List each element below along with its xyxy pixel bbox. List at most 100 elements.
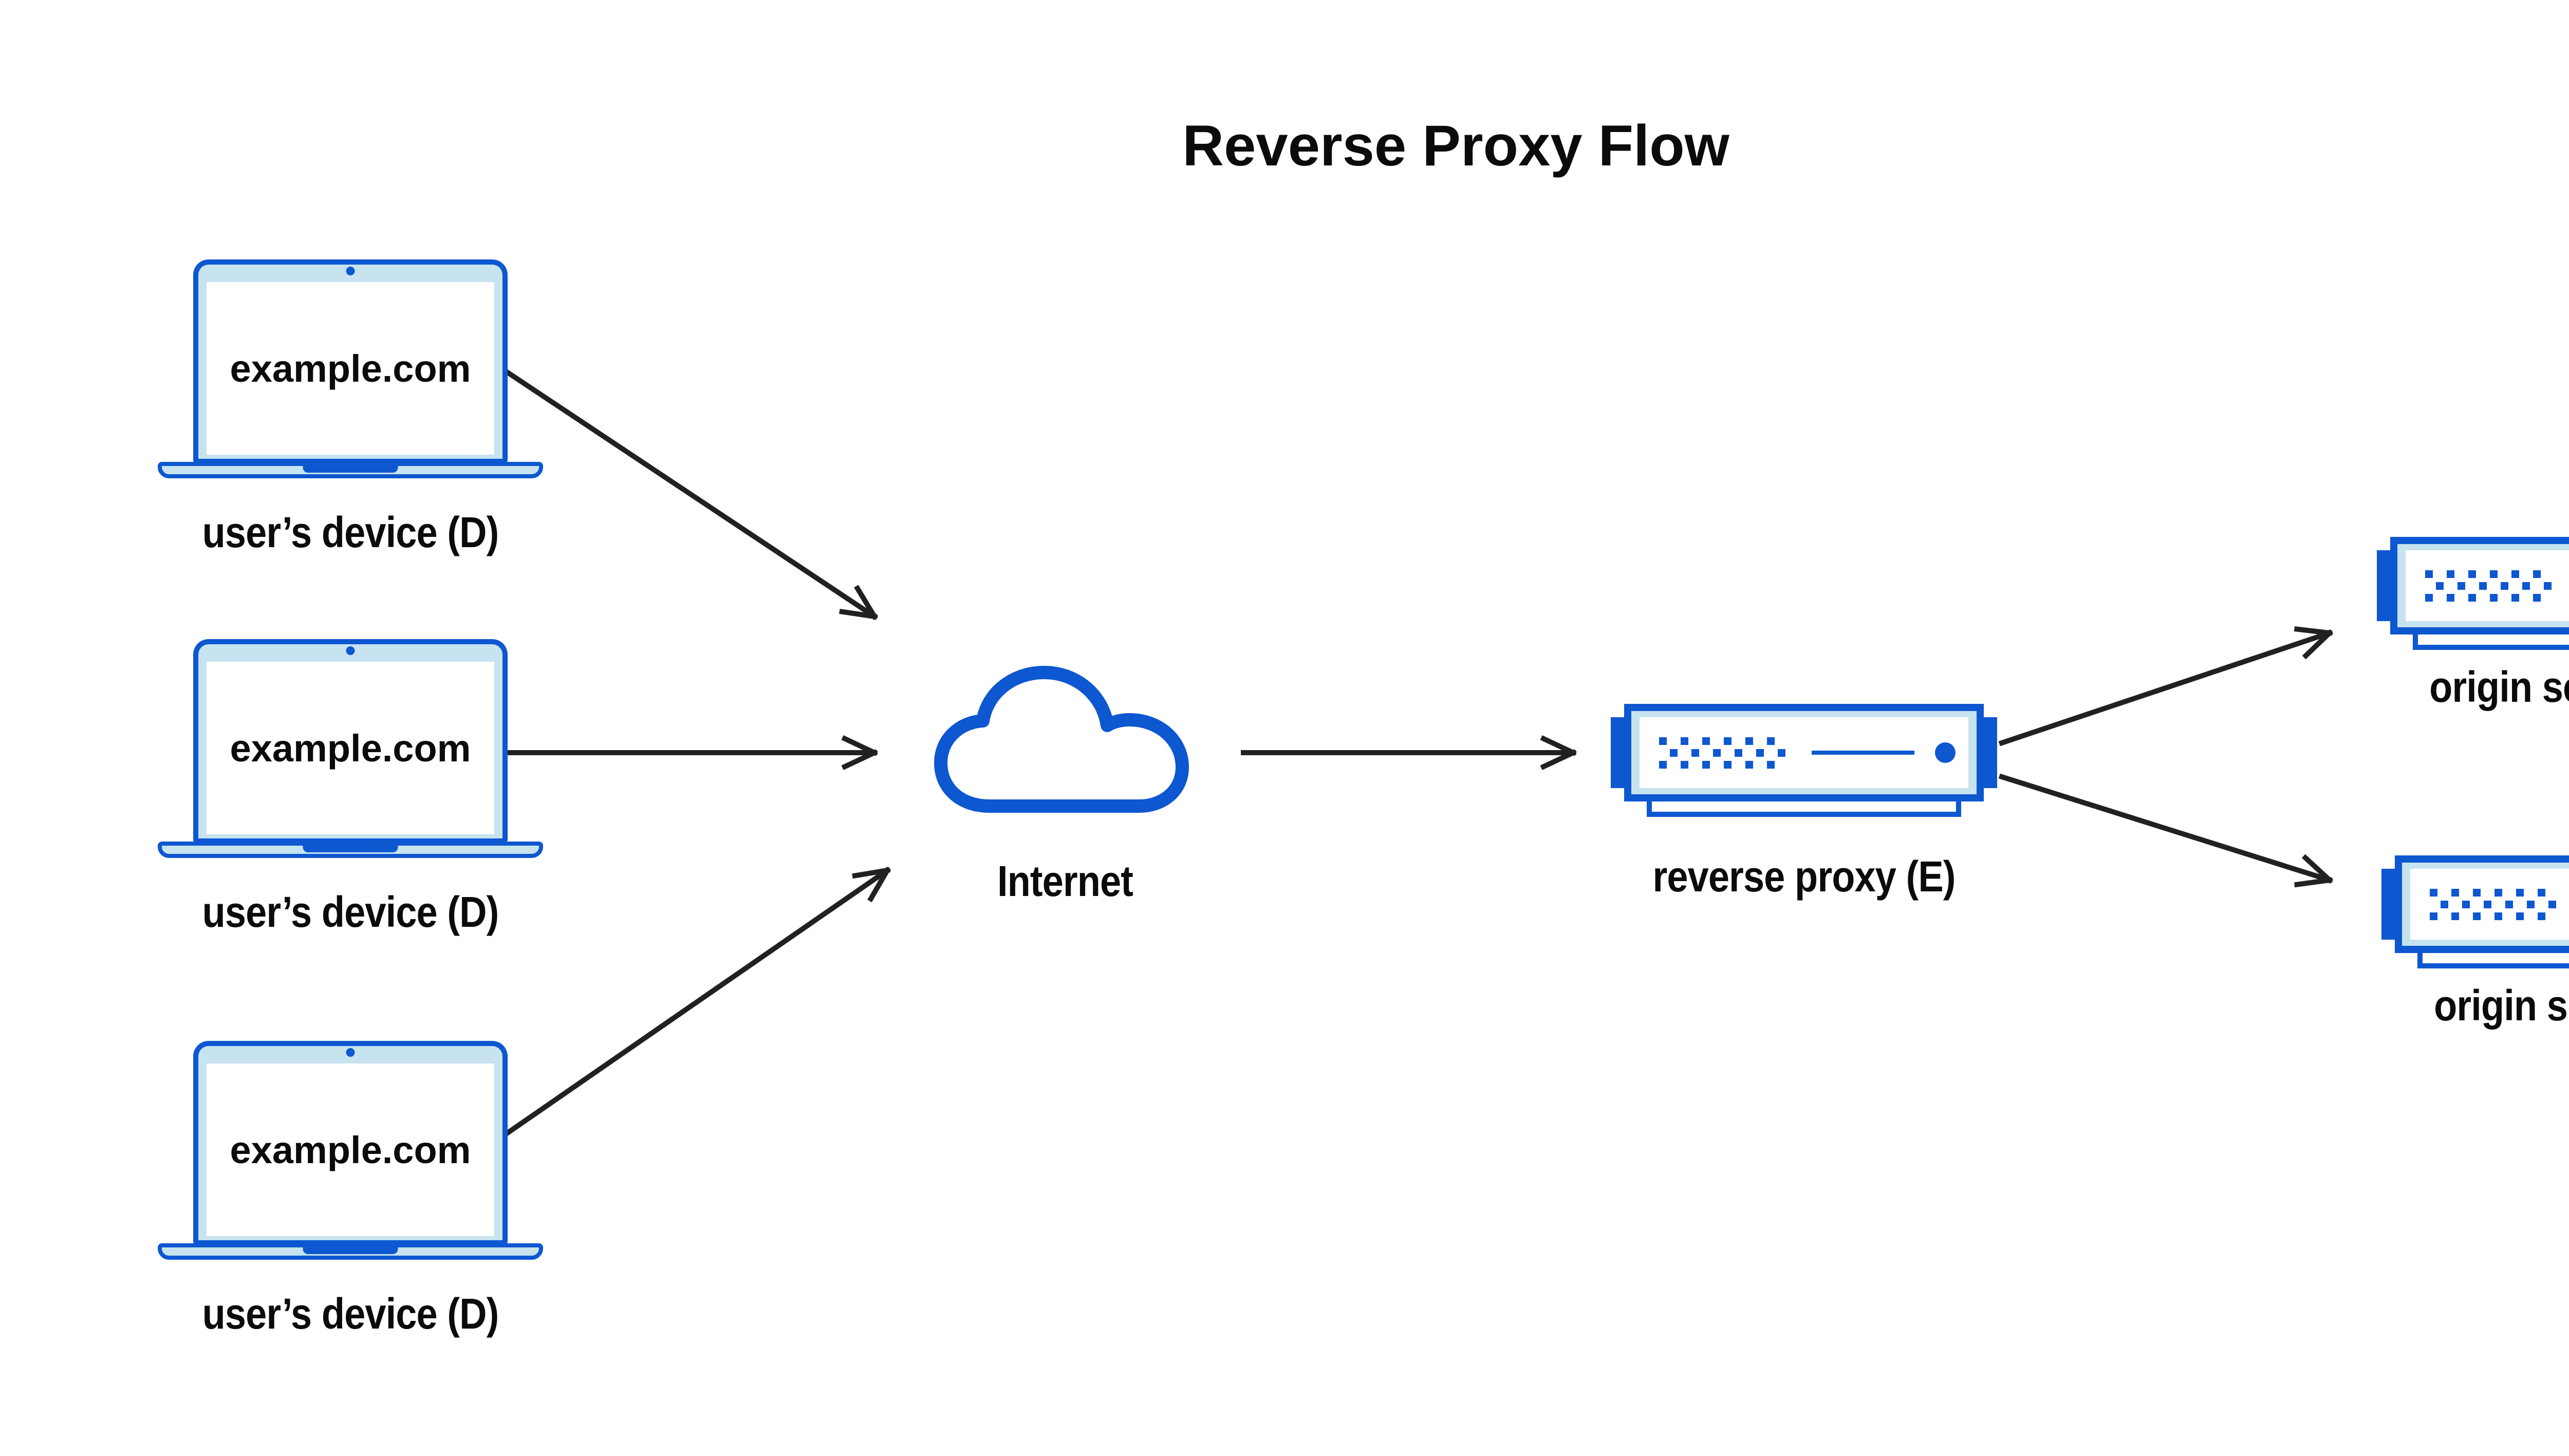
matrix-dot [2441, 900, 2448, 908]
matrix-dot [2436, 582, 2444, 590]
matrix-dot [2516, 888, 2524, 897]
laptop-base [158, 1243, 543, 1260]
matrix-dot [1778, 749, 1785, 757]
server-dot-matrix [1659, 737, 1788, 769]
arrow-user-device-3-to-internet [504, 867, 891, 1136]
matrix-dot [2430, 888, 2437, 897]
matrix-dot [1670, 749, 1678, 757]
server-tab-left [2377, 550, 2391, 621]
arrow-reverse-proxy-to-origin-server-2 [1998, 773, 2334, 888]
laptop-screen: example.com [207, 662, 494, 834]
arrow-user-device-1-to-internet [504, 369, 878, 620]
matrix-dot [2533, 570, 2541, 578]
origin-server-label: origin server (F) [2434, 981, 2569, 1030]
matrix-dot [1767, 737, 1775, 745]
device-screen-text: example.com [230, 726, 471, 770]
matrix-dot [1659, 737, 1667, 745]
page-title: Reverse Proxy Flow [1182, 114, 1729, 178]
laptop-screen: example.com [207, 1063, 494, 1236]
laptop-icon: example.com [193, 1041, 508, 1245]
internet-node: Internet [920, 653, 1210, 903]
matrix-dot [2522, 582, 2530, 590]
matrix-dot [2425, 593, 2433, 602]
matrix-dot [1756, 749, 1764, 757]
internet-label: Internet [997, 857, 1133, 905]
matrix-dot [2473, 888, 2481, 897]
matrix-dot [2490, 593, 2498, 602]
matrix-dot [2494, 888, 2502, 897]
matrix-dot [2473, 912, 2481, 920]
matrix-dot [2494, 912, 2502, 920]
matrix-dot [1735, 749, 1742, 757]
reverse-proxy-node: reverse proxy (E) [1611, 704, 1997, 901]
matrix-dot [1681, 760, 1688, 769]
matrix-dot [1691, 749, 1699, 757]
device-screen-text: example.com [230, 347, 471, 390]
server-dot-matrix [2430, 888, 2558, 920]
matrix-dot [1659, 760, 1667, 769]
matrix-dot [2490, 570, 2498, 578]
matrix-dot [2447, 593, 2454, 602]
device-screen-text: example.com [230, 1128, 471, 1171]
matrix-dot [1724, 737, 1732, 745]
matrix-dot [1724, 760, 1732, 769]
server-tab-left [2381, 869, 2396, 940]
matrix-dot [2484, 900, 2491, 908]
matrix-dot [2511, 593, 2519, 602]
user-device-3: example.com user’s device (D) [158, 1041, 543, 1335]
server-dot-matrix [2425, 570, 2554, 602]
arrow-reverse-proxy-to-origin-server-1 [1998, 626, 2334, 746]
matrix-dot [2468, 570, 2476, 578]
laptop-icon: example.com [193, 259, 508, 464]
server-slot-line [1812, 751, 1914, 755]
server-front-panel [2406, 550, 2569, 621]
laptop-base-notch [303, 846, 398, 852]
server-tab-left [1611, 717, 1625, 788]
server-tab-right [1983, 717, 1997, 788]
user-device-2: example.com user’s device (D) [158, 639, 543, 934]
device-label: user’s device (D) [202, 508, 499, 556]
origin-server-2: origin server (F) [2381, 855, 2569, 1030]
origin-server-1: origin server (F) [2377, 537, 2569, 711]
matrix-dot [2430, 912, 2437, 920]
matrix-dot [1702, 737, 1710, 745]
camera-dot-icon [346, 646, 355, 655]
matrix-dot [1702, 760, 1710, 769]
server-led-dot [1935, 742, 1956, 763]
matrix-dot [2462, 900, 2470, 908]
server-icon [1611, 704, 1997, 801]
arrow-user-device-2-to-internet [505, 735, 878, 770]
arrow-internet-to-reverse-proxy [1241, 735, 1577, 770]
laptop-base-notch [303, 466, 398, 473]
user-device-1: example.com user’s device (D) [158, 259, 543, 554]
matrix-dot [2527, 900, 2535, 908]
matrix-dot [2501, 582, 2508, 590]
matrix-dot [2425, 570, 2433, 578]
laptop-base [158, 842, 543, 858]
server-front-panel [2410, 869, 2569, 940]
laptop-base-notch [303, 1247, 398, 1254]
matrix-dot [2516, 912, 2524, 920]
matrix-dot [2538, 912, 2545, 920]
matrix-dot [1745, 760, 1753, 769]
matrix-dot [1681, 737, 1688, 745]
laptop-base [158, 462, 543, 478]
matrix-dot [2447, 570, 2454, 578]
server-front-panel [1640, 717, 1968, 788]
matrix-dot [2458, 582, 2465, 590]
matrix-dot [2479, 582, 2487, 590]
server-icon [2377, 537, 2569, 634]
camera-dot-icon [346, 1048, 355, 1057]
cloud-icon [934, 666, 1189, 813]
matrix-dot [2538, 888, 2545, 897]
matrix-dot [2468, 593, 2476, 602]
matrix-dot [2544, 582, 2552, 590]
origin-server-label: origin server (F) [2429, 663, 2569, 711]
matrix-dot [1713, 749, 1721, 757]
matrix-dot [1767, 760, 1775, 769]
matrix-dot [2505, 900, 2513, 908]
device-label: user’s device (D) [202, 888, 499, 936]
camera-dot-icon [346, 267, 355, 275]
reverse-proxy-label: reverse proxy (E) [1652, 852, 1956, 901]
